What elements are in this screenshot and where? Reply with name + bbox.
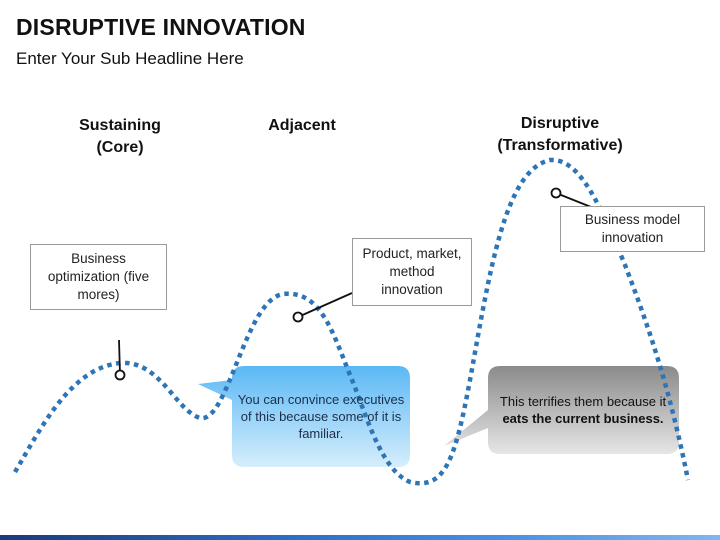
stage-disruptive-line1: Disruptive bbox=[520, 115, 600, 132]
bubble-terrifies-content: This terrifies them because it eats the … bbox=[492, 393, 674, 427]
stage-label-adjacent: Adjacent bbox=[250, 115, 354, 137]
connector-business-optimization bbox=[118, 339, 121, 375]
anchor-dot-business-optimization bbox=[114, 369, 126, 381]
stage-disruptive-line2: (Transformative) bbox=[497, 137, 623, 154]
callout-business-optimization: Business optimization (five mores) bbox=[30, 244, 167, 310]
stage-sustaining-line2: (Core) bbox=[96, 139, 144, 156]
connector-product-market bbox=[297, 292, 353, 318]
bubble-terrifies-text: This terrifies them because it bbox=[499, 394, 667, 409]
callout-business-optimization-text: Business optimization (five mores) bbox=[47, 251, 150, 302]
callout-business-model: Business model innovation bbox=[560, 206, 705, 252]
footer-accent-bar bbox=[0, 535, 720, 540]
callout-product-market: Product, market, method innovation bbox=[352, 238, 472, 306]
page-title: DISRUPTIVE INNOVATION bbox=[16, 14, 306, 40]
stage-adjacent-line1: Adjacent bbox=[268, 117, 336, 134]
stage-sustaining-line1: Sustaining bbox=[79, 117, 161, 134]
anchor-dot-product-market bbox=[292, 311, 304, 323]
page-subtitle: Enter Your Sub Headline Here bbox=[16, 49, 244, 68]
callout-business-model-text: Business model innovation bbox=[584, 212, 681, 245]
stage-label-disruptive: Disruptive (Transformative) bbox=[470, 113, 650, 157]
callout-product-market-text: Product, market, method innovation bbox=[362, 246, 462, 297]
bubble-terrifies: This terrifies them because it eats the … bbox=[492, 368, 674, 452]
bubble-convince-text: You can convince executives of this beca… bbox=[237, 391, 405, 441]
bubble-convince: You can convince executives of this beca… bbox=[236, 368, 406, 464]
bubble-terrifies-shape bbox=[444, 366, 679, 454]
anchor-dot-business-model bbox=[550, 187, 562, 199]
bubble-terrifies-bold-text: eats the current business. bbox=[502, 411, 664, 426]
stage-label-sustaining: Sustaining (Core) bbox=[58, 115, 182, 159]
